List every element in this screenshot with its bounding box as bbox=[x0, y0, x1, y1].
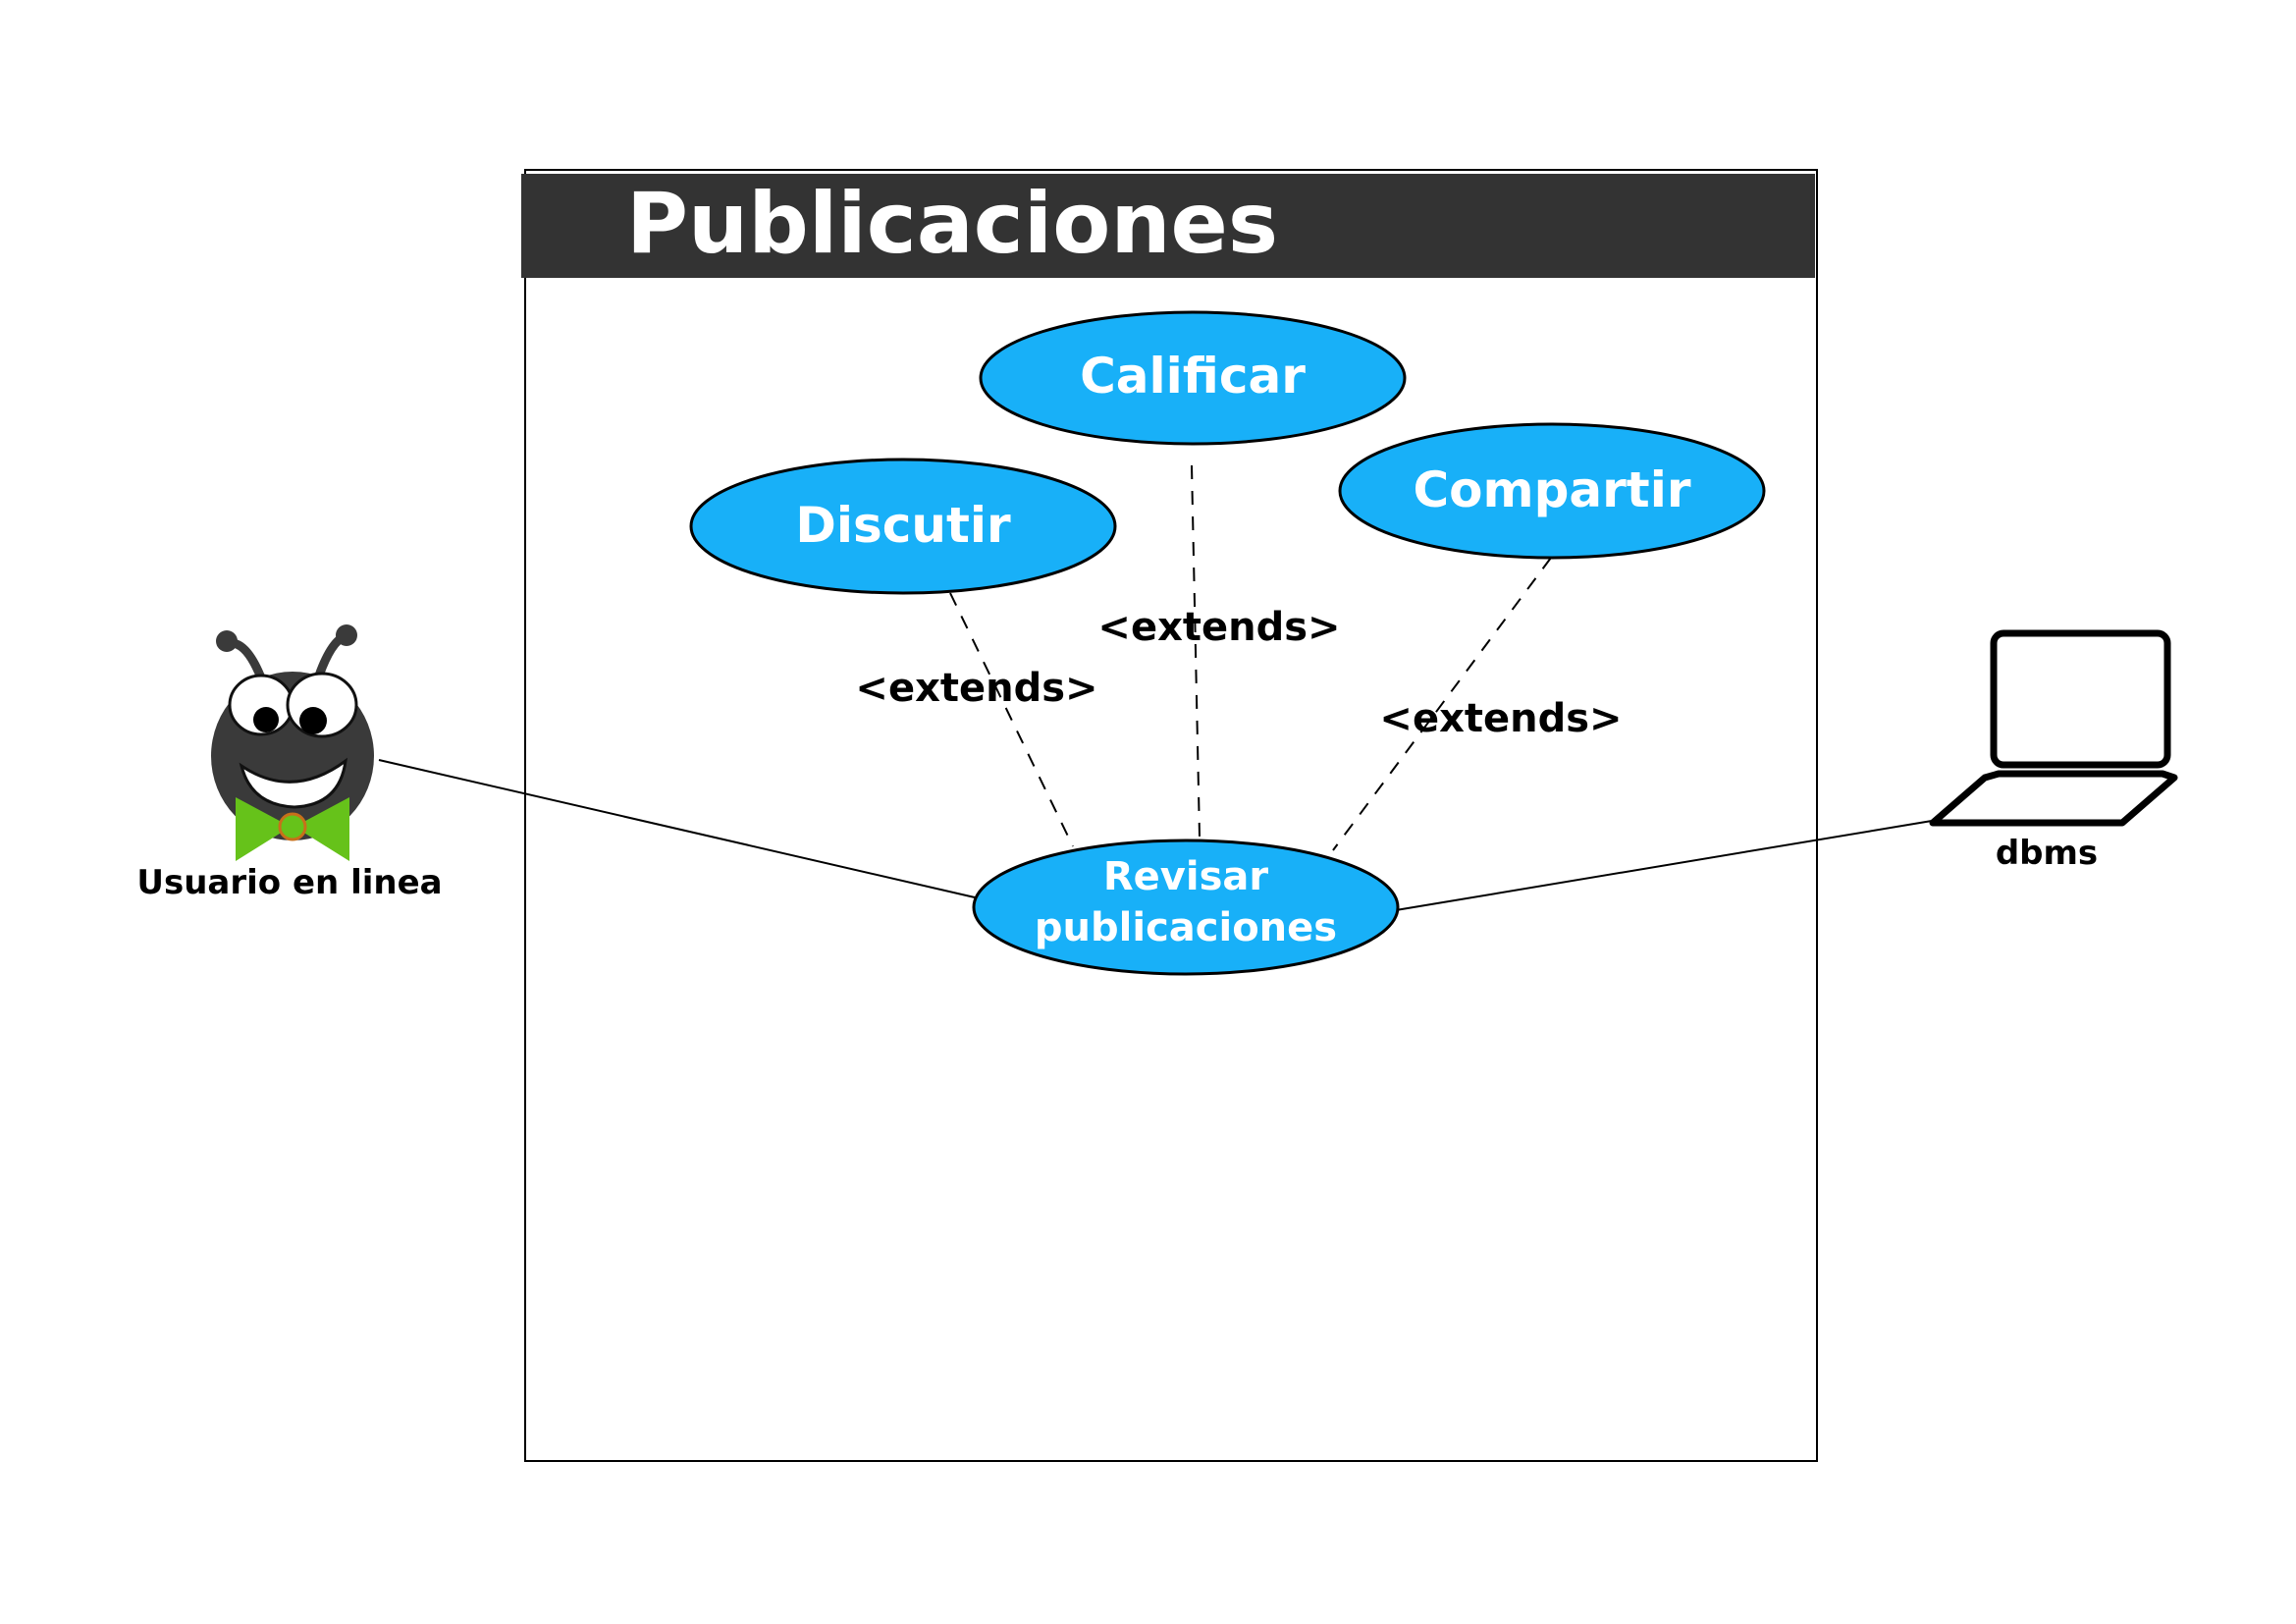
extends-label-discutir: <extends> bbox=[855, 666, 1097, 711]
system-title: Publicaciones bbox=[626, 175, 1278, 273]
actor-dbms[interactable]: dbms bbox=[1929, 629, 2178, 873]
use-case-compartir[interactable]: Compartir bbox=[1338, 422, 1766, 560]
use-case-discutir[interactable]: Discutir bbox=[689, 458, 1117, 595]
actor-dbms-label: dbms bbox=[1996, 834, 2098, 873]
ant-mascot-icon bbox=[211, 624, 374, 861]
extends-line-discutir bbox=[949, 592, 1074, 847]
actor-usuario-en-linea[interactable]: Usuario en linea bbox=[136, 624, 443, 902]
extends-label-calificar: <extends> bbox=[1097, 605, 1340, 650]
extends-label-compartir: <extends> bbox=[1379, 696, 1622, 741]
association-revisar-dbms bbox=[1395, 820, 1933, 911]
use-case-revisar-label-line2: publicaciones bbox=[1035, 905, 1337, 950]
use-case-compartir-label: Compartir bbox=[1413, 461, 1690, 518]
laptop-icon bbox=[1929, 629, 2178, 827]
use-case-calificar[interactable]: Calificar bbox=[979, 310, 1407, 446]
extends-line-calificar bbox=[1191, 464, 1201, 838]
use-case-discutir-label: Discutir bbox=[795, 497, 1011, 554]
system-title-bar bbox=[521, 174, 1815, 278]
use-case-revisar-publicaciones[interactable]: Revisar publicaciones bbox=[972, 839, 1400, 976]
extends-line-compartir bbox=[1332, 557, 1552, 851]
use-case-revisar-label-line1: Revisar bbox=[1103, 854, 1269, 899]
association-user-revisar bbox=[378, 759, 976, 898]
use-case-calificar-label: Calificar bbox=[1080, 348, 1306, 405]
actor-usuario-label: Usuario en linea bbox=[136, 863, 442, 902]
